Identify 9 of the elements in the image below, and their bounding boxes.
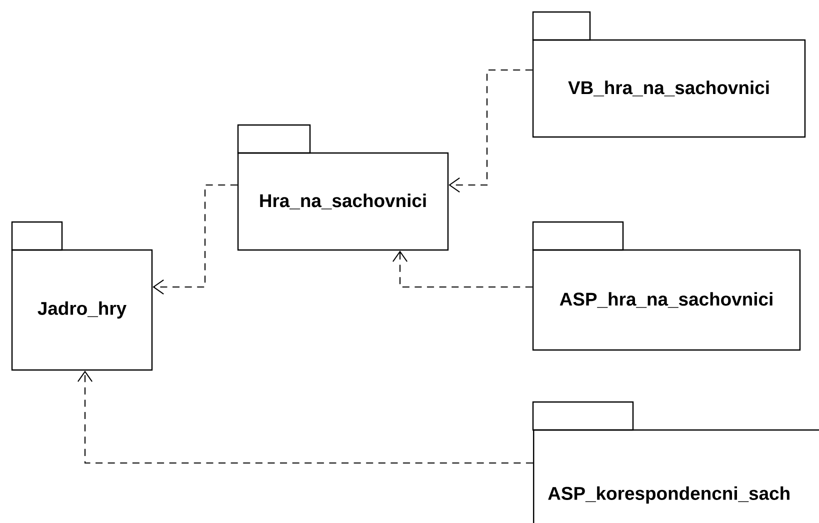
package-box: ASP_korespondencni_sach [532,401,819,523]
dependency-arrow [78,370,533,464]
dependency-arrow [448,69,532,192]
package-box: Hra_na_sachovnici [237,124,449,251]
package-box: Jadro_hry [11,221,153,371]
dependency-arrow [392,250,532,288]
package-box: VB_hra_na_sachovnici [532,11,806,138]
dependency-arrow [152,184,238,294]
package-box: ASP_hra_na_sachovnici [532,221,801,351]
